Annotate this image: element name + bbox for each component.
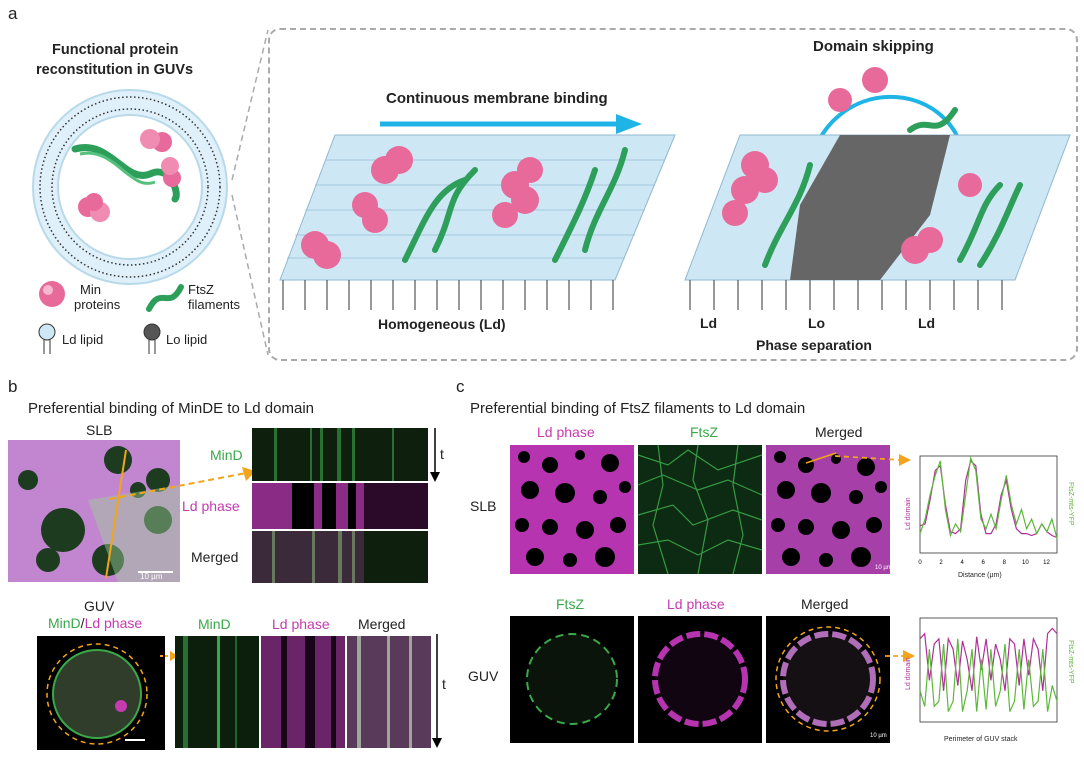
plot-frame	[919, 617, 1058, 723]
c-slb-label: SLB	[470, 498, 497, 514]
lo-lipid-icon	[143, 323, 161, 354]
x-tick-label: 10	[1022, 560, 1029, 566]
zoom-box	[268, 28, 1078, 361]
legend-ld-lipid: Ld lipid	[62, 332, 104, 347]
c-ld2-label: Ld phase	[667, 596, 725, 612]
chart1-xlabel: Distance (µm)	[958, 572, 1002, 579]
x-tick-label: 2	[939, 560, 943, 566]
c-merged2-label: Merged	[801, 596, 849, 612]
homogeneous-label: Homogeneous (Ld)	[378, 316, 506, 332]
panel-b-guv-label: GUV	[84, 598, 115, 614]
c-slb-ftsz-image	[638, 445, 762, 574]
guv-kymo-mind	[175, 636, 259, 748]
kymo-merged-label: Merged	[191, 549, 239, 565]
panel-a-title-line2: reconstitution in GUVs	[36, 62, 194, 78]
series-line-ftsz	[919, 455, 1058, 539]
zoom-lines	[231, 29, 269, 356]
series-line-ld-domain	[919, 627, 1058, 691]
guv-illustration	[32, 89, 228, 285]
c-guv-ftsz-image	[510, 616, 634, 743]
guv-kymo-ld-label: Ld phase	[272, 616, 330, 632]
legend-min-2: proteins	[74, 297, 121, 312]
chart2-ylabel-left: Ld domain	[905, 657, 912, 690]
guv-legend-label: MinD/Ld phase	[48, 615, 142, 631]
c-guv-label: GUV	[468, 668, 499, 684]
guv-slash-text: /	[80, 615, 85, 631]
x-tick-label: 6	[982, 560, 986, 566]
kymo-mind-label: MinD	[210, 447, 243, 463]
phase-separated-membrane	[684, 67, 1071, 310]
ftsz-legend-icon	[146, 284, 184, 312]
c-guv-merged-image	[766, 616, 890, 743]
panel-c-title: Preferential binding of FtsZ filaments t…	[470, 400, 806, 417]
chart2-xlabel: Perimeter of GUV stack	[944, 736, 1018, 743]
c-merged-label: Merged	[815, 424, 863, 440]
panel-a-title-line1: Functional protein	[52, 42, 179, 58]
panel-b-letter: b	[8, 377, 18, 396]
guv-merged-image	[37, 636, 165, 750]
ld-right-label: Ld	[918, 315, 936, 331]
guv-zoom-arrow	[160, 651, 178, 661]
c-scale-2: 10 µm	[870, 733, 887, 739]
x-tick-label: 0	[918, 560, 922, 566]
kymo-ld-label: Ld phase	[182, 498, 240, 514]
panel-b-slb-label: SLB	[86, 422, 113, 438]
time-arrow-1	[430, 428, 440, 482]
panel-c-letter: c	[456, 377, 465, 396]
guv-ld-text: Ld phase	[84, 615, 143, 631]
slb-profile-chart: 0 2 4 6 8 10 12	[918, 455, 1058, 566]
chart1-ylabel-left: Ld domain	[905, 497, 912, 530]
series-line-ftsz	[919, 638, 1058, 712]
continuous-binding-arrow	[380, 114, 642, 134]
panel-b-title: Preferential binding of MinDE to Ld doma…	[28, 400, 314, 417]
c-slb-zoom-arrow	[834, 454, 911, 466]
continuous-binding-label: Continuous membrane binding	[386, 90, 608, 107]
guv-profile-chart	[919, 617, 1058, 723]
legend-min-1: Min	[80, 282, 101, 297]
lo-mid-label: Lo	[808, 315, 826, 331]
homogeneous-membrane	[279, 134, 676, 310]
c-scale-1: 10 µm	[875, 565, 892, 571]
guv-kymo-merged-label: Merged	[358, 616, 406, 632]
legend-lo-lipid: Lo lipid	[166, 332, 208, 347]
legend-ftsz-1: FtsZ	[188, 282, 214, 297]
ld-lipid-icon	[38, 323, 56, 354]
chart2-ylabel-right: FtsZ-mts-YFP	[1067, 640, 1074, 684]
kymo-merged	[252, 531, 428, 583]
c-ftsz2-label: FtsZ	[556, 596, 584, 612]
min-protein-legend-icon	[39, 281, 65, 307]
ld-left-label: Ld	[700, 315, 718, 331]
c-slb-merged-image	[766, 445, 890, 574]
c-ftsz-label: FtsZ	[690, 424, 718, 440]
x-tick-label: 4	[960, 560, 964, 566]
c-ld-phase-label: Ld phase	[537, 424, 595, 440]
slb-merged-image	[8, 440, 180, 582]
x-tick-label: 8	[1003, 560, 1007, 566]
x-tick-label: 12	[1043, 560, 1050, 566]
kymo-ld-phase	[252, 483, 428, 529]
time-arrow-2	[432, 634, 442, 748]
guv-mind-text: MinD	[48, 615, 81, 631]
slb-scale-bar-label: 10 µm	[140, 572, 163, 581]
guv-kymo-mind-label: MinD	[198, 616, 231, 632]
guv-kymo-merged	[347, 636, 431, 748]
panel-a-letter: a	[8, 4, 18, 23]
domain-skipping-label: Domain skipping	[813, 38, 934, 55]
c-guv-zoom-arrow	[885, 650, 915, 662]
time-label-2: t	[442, 676, 446, 692]
time-label-1: t	[440, 446, 444, 462]
phase-separation-label: Phase separation	[756, 337, 872, 353]
chart1-ylabel-right: FtsZ-mts-YFP	[1067, 482, 1074, 526]
legend-ftsz-2: filaments	[188, 297, 241, 312]
plot-frame	[919, 455, 1058, 554]
c-guv-ld-image	[638, 616, 762, 743]
guv-kymo-ld	[261, 636, 345, 748]
c-slb-ld-image	[510, 445, 634, 574]
kymo-mind	[252, 428, 428, 481]
